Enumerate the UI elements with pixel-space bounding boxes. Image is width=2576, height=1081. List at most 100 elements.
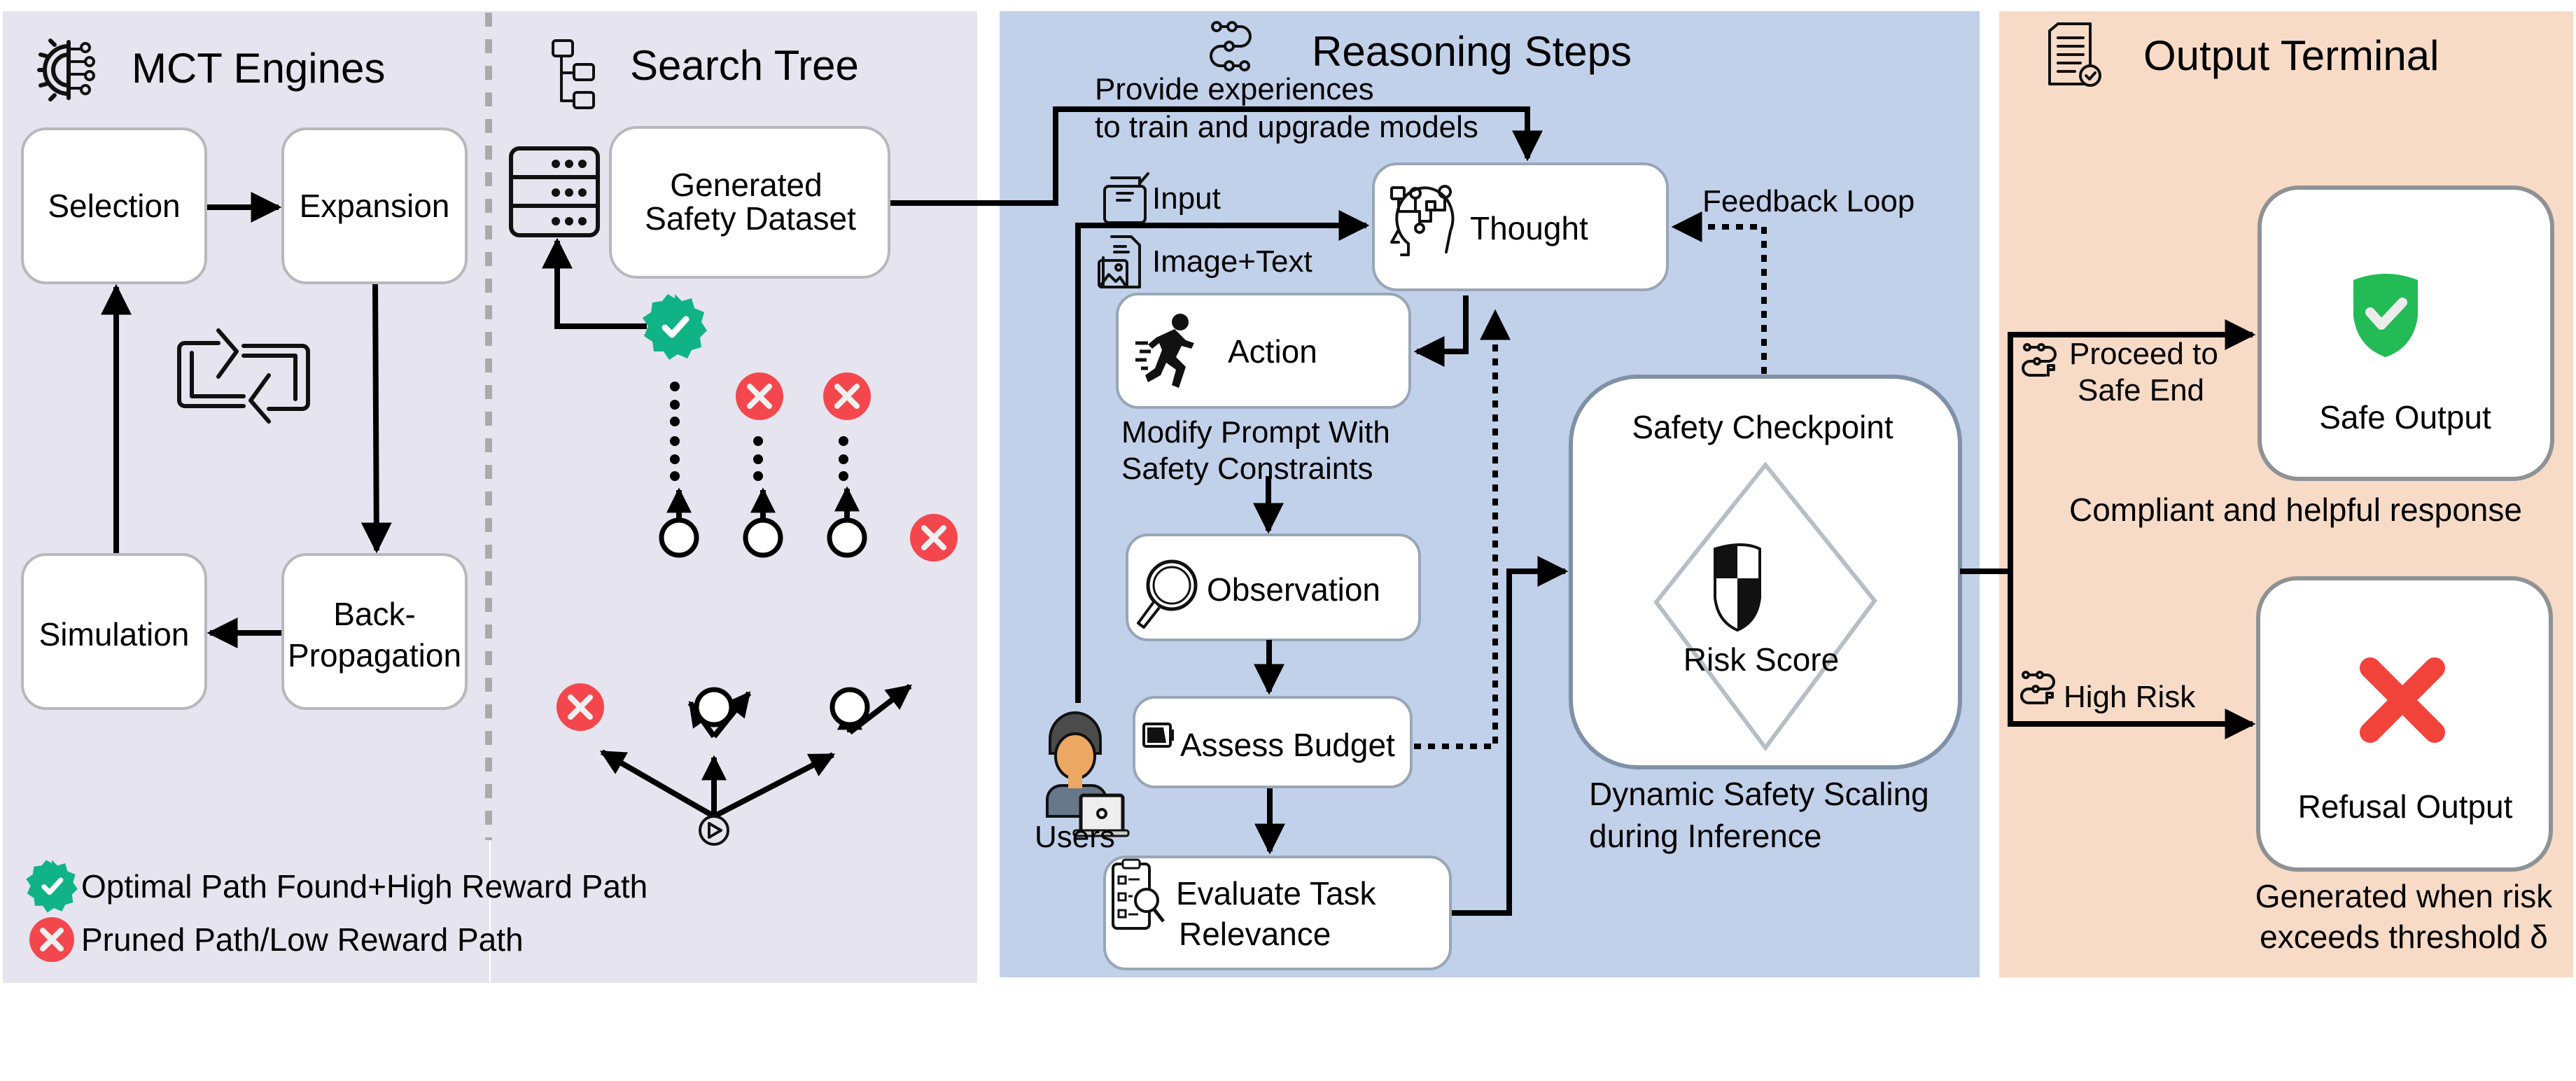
checkered-shield-icon	[1714, 543, 1761, 632]
safety-checkpoint-box[interactable]: Safety Checkpoint Risk Score	[1569, 375, 1962, 769]
proceed-branch-label: Proceed to Safe End	[2022, 337, 2218, 407]
safe-output-caption: Compliant and helpful response	[2069, 491, 2522, 528]
cycle-arrows-icon	[177, 328, 310, 424]
selection-step[interactable]: Selection	[21, 127, 207, 284]
database-server-icon	[509, 146, 600, 237]
train-annotation-line2: to train and upgrade models	[1095, 110, 1478, 144]
search-tree-title: Search Tree	[630, 42, 859, 89]
play-circle-icon[interactable]	[699, 815, 729, 846]
edge-thought-to-action	[1413, 295, 1469, 367]
checkpoint-caption-line1: Dynamic Safety Scaling	[1589, 776, 1929, 812]
hierarchy-icon	[552, 39, 595, 109]
magnifier-icon	[1137, 559, 1198, 629]
edge-assess-to-thought-dotted	[1414, 309, 1511, 749]
edge-evaluate-to-checkpoint	[1452, 556, 1569, 916]
input-label: Input	[1152, 181, 1221, 216]
evaluate-label-line1: Evaluate Task	[1176, 875, 1377, 912]
expansion-label: Expansion	[300, 188, 450, 224]
image-text-label: Image+Text	[1152, 244, 1312, 279]
red-x-icon	[2360, 657, 2445, 743]
expansion-step[interactable]: Expansion	[281, 127, 468, 284]
safe-output-label: Safe Output	[2319, 399, 2491, 435]
tree-node[interactable]	[830, 687, 870, 727]
mct-engines-header: MCT Engines	[37, 39, 385, 102]
legend: Optimal Path Found+High Reward Path Prun…	[26, 860, 648, 962]
reasoning-steps-title: Reasoning Steps	[1312, 28, 1632, 75]
mct-engines-title: MCT Engines	[132, 45, 385, 92]
assess-budget-label: Assess Budget	[1180, 727, 1395, 763]
document-check-icon	[2048, 22, 2101, 87]
backpropagation-label-line1: Back-	[333, 596, 416, 632]
refusal-output-label: Refusal Output	[2298, 788, 2513, 825]
tree-node[interactable]	[827, 517, 867, 558]
action-box[interactable]: Action	[1116, 293, 1411, 409]
route-flag-icon	[2020, 671, 2055, 704]
path-continuation-dots	[670, 382, 848, 481]
output-terminal-title: Output Terminal	[2143, 32, 2439, 79]
input-item: Input	[1103, 172, 1221, 224]
edge-expansion-backprop	[360, 284, 392, 554]
image-text-item: Image+Text	[1098, 235, 1312, 288]
action-note-line1: Modify Prompt With	[1121, 415, 1390, 449]
legend-item-pruned: Pruned Path/Low Reward Path	[29, 917, 524, 962]
edge-feedback-loop	[1671, 211, 1767, 374]
thought-label: Thought	[1470, 210, 1588, 246]
edge-dataset-to-thought	[890, 106, 1543, 206]
train-annotation-line1: Provide experiences	[1095, 72, 1374, 106]
edge-badge-to-database	[542, 237, 647, 329]
tree-node[interactable]	[694, 687, 734, 727]
pruned-x-icon	[910, 514, 958, 562]
thought-box[interactable]: Thought	[1372, 162, 1669, 291]
workflow-steps-icon	[1210, 21, 1252, 71]
refusal-caption-line1: Generated when risk	[2255, 878, 2553, 914]
gear-circuit-icon	[37, 39, 95, 102]
risk-score-label: Risk Score	[1684, 641, 1839, 678]
tree-node[interactable]	[659, 517, 699, 558]
proceed-label-line1: Proceed to	[2069, 337, 2218, 371]
running-person-icon	[1135, 314, 1194, 388]
verified-badge-icon	[26, 860, 78, 913]
dataset-label-line2: Safety Dataset	[645, 200, 856, 237]
simulation-step[interactable]: Simulation	[21, 553, 207, 710]
action-note-line2: Safety Constraints	[1121, 452, 1373, 486]
risk-diamond	[1653, 461, 1877, 752]
output-terminal-header: Output Terminal	[2048, 22, 2439, 87]
legend-item-optimal: Optimal Path Found+High Reward Path	[26, 860, 648, 913]
backpropagation-step[interactable]: Back- Propagation	[281, 553, 468, 710]
search-tree-header: Search Tree	[552, 39, 859, 109]
legend-optimal-label: Optimal Path Found+High Reward Path	[81, 868, 648, 905]
assess-budget-box[interactable]: Assess Budget	[1133, 696, 1413, 788]
dataset-label-line1: Generated	[670, 167, 822, 203]
simulation-label: Simulation	[39, 616, 190, 653]
refusal-output-box[interactable]: Refusal Output	[2256, 576, 2553, 872]
edge-to-refusal-output	[2008, 569, 2256, 739]
observation-box[interactable]: Observation	[1126, 533, 1421, 641]
pruned-x-icon	[736, 372, 783, 420]
action-label: Action	[1228, 333, 1317, 370]
edge-users-to-thought	[1075, 210, 1370, 703]
evaluate-task-relevance-box[interactable]: Evaluate Task Relevance	[1103, 856, 1452, 970]
safe-output-box[interactable]: Safe Output	[2258, 186, 2554, 481]
users-label: Users	[1035, 820, 1115, 854]
reasoning-steps-header: Reasoning Steps	[1210, 21, 1632, 75]
legend-pruned-label: Pruned Path/Low Reward Path	[81, 921, 524, 958]
pruned-x-icon	[556, 683, 604, 731]
image-text-icon	[1098, 235, 1141, 288]
refusal-caption-line2: exceeds threshold δ	[2260, 919, 2548, 955]
checkpoint-caption-line2: during Inference	[1589, 818, 1821, 854]
battery-icon	[1142, 723, 1174, 748]
selection-label: Selection	[48, 188, 180, 224]
tree-node[interactable]	[743, 517, 783, 558]
backpropagation-label-line2: Propagation	[288, 637, 461, 674]
shield-check-icon	[2353, 274, 2418, 357]
generated-safety-dataset-box[interactable]: Generated Safety Dataset	[609, 126, 890, 279]
high-risk-label: High Risk	[2064, 680, 2196, 714]
brain-head-icon	[1390, 185, 1455, 256]
safety-checkpoint-title: Safety Checkpoint	[1632, 409, 1893, 445]
observation-label: Observation	[1207, 571, 1380, 608]
user-laptop-icon[interactable]	[1046, 711, 1130, 837]
high-risk-branch-label: High Risk	[2020, 671, 2196, 714]
pruned-x-icon	[29, 917, 74, 962]
pruned-x-icon	[823, 372, 871, 420]
